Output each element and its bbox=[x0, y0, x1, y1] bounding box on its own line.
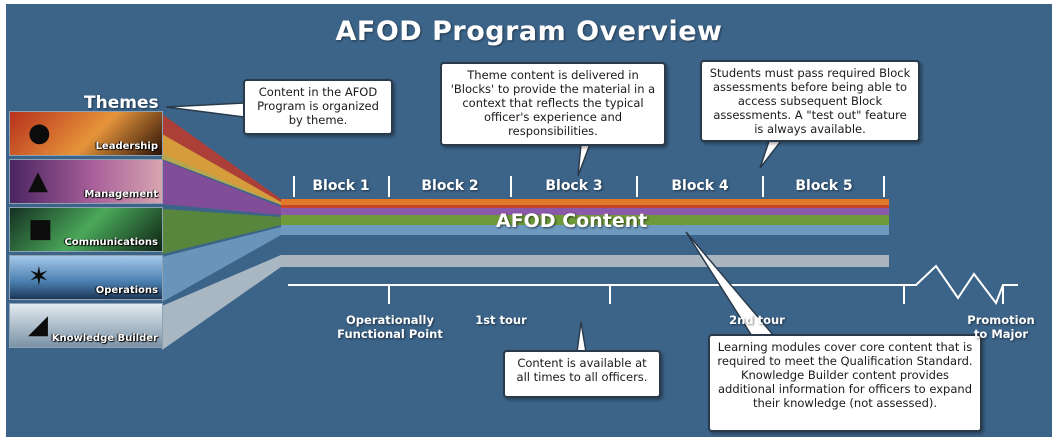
communications-band bbox=[162, 209, 281, 254]
operations-band bbox=[162, 227, 281, 302]
band-red bbox=[281, 205, 889, 208]
band-purple bbox=[281, 208, 889, 215]
callout-modules: Learning modules cover core content that… bbox=[708, 334, 982, 432]
timeline-tour1-label: 1st tour bbox=[475, 313, 527, 327]
band-orange bbox=[281, 199, 889, 205]
callout-pointers bbox=[165, 102, 783, 353]
callout-availability: Content is available at all times to all… bbox=[503, 350, 661, 398]
theme-label-knowledge-builder: Knowledge Builder bbox=[51, 333, 158, 344]
theme-panel-knowledge-builder: ◢ Knowledge Builder bbox=[9, 303, 163, 348]
afod-content-label: AFOD Content bbox=[496, 210, 648, 232]
block-3-label: Block 3 bbox=[545, 178, 603, 194]
band-blue bbox=[281, 225, 889, 235]
timeline-ofp-label: Operationally Functional Point bbox=[337, 313, 443, 341]
group-silhouette-icon: ▲ bbox=[28, 166, 48, 196]
theme-label-leadership: Leadership bbox=[95, 141, 158, 152]
callout-blocks: Theme content is delivered in 'Blocks' t… bbox=[440, 62, 666, 146]
theme-panel-communications: ■ Communications bbox=[9, 207, 163, 252]
knowledge-builder-band bbox=[162, 255, 281, 350]
callout-themes: Content in the AFOD Program is organized… bbox=[243, 79, 393, 135]
page-title: AFOD Program Overview bbox=[335, 16, 723, 47]
structure-silhouette-icon: ◢ bbox=[28, 310, 48, 340]
person-silhouette-icon: ● bbox=[28, 118, 51, 148]
timeline bbox=[288, 264, 1018, 306]
block-dividers bbox=[293, 176, 885, 197]
theme-panel-management: ▲ Management bbox=[9, 159, 163, 204]
block-1-label: Block 1 bbox=[312, 178, 370, 194]
block-4-label: Block 4 bbox=[671, 178, 729, 194]
diagram-graphics bbox=[162, 102, 1018, 353]
aircraft-burst-icon: ✶ bbox=[28, 262, 50, 292]
leadership-band bbox=[162, 114, 281, 204]
diagram-canvas: AFOD Program Overview Themes ● Leadershi… bbox=[6, 4, 1052, 437]
block-2-label: Block 2 bbox=[421, 178, 479, 194]
band-green bbox=[281, 215, 889, 225]
band-gray bbox=[281, 255, 889, 267]
callout-assessments: Students must pass required Block assess… bbox=[700, 60, 920, 142]
themes-heading: Themes bbox=[84, 93, 159, 113]
theme-label-operations: Operations bbox=[95, 285, 158, 296]
theme-panel-operations: ✶ Operations bbox=[9, 255, 163, 300]
block-5-label: Block 5 bbox=[795, 178, 853, 194]
theme-label-communications: Communications bbox=[64, 237, 158, 248]
theme-label-management: Management bbox=[84, 189, 158, 200]
theme-panel-leadership: ● Leadership bbox=[9, 111, 163, 156]
timeline-promotion-label: Promotion to Major bbox=[967, 313, 1035, 341]
management-band bbox=[162, 160, 281, 215]
soldier-silhouette-icon: ■ bbox=[28, 214, 53, 244]
timeline-tour2-label: 2nd tour bbox=[729, 313, 785, 327]
leadership-band-yellow bbox=[162, 134, 281, 205]
